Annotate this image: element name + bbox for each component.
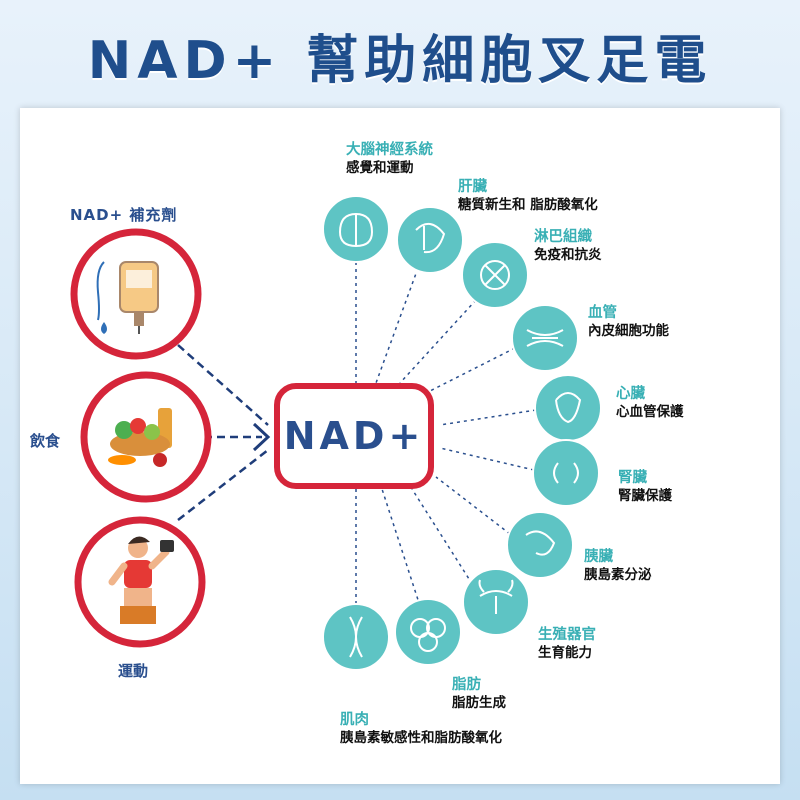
- heart-icon: [534, 374, 602, 442]
- source-connectors: [177, 344, 269, 521]
- page-title: NAD+ 幫助細胞叉足電: [87, 31, 713, 91]
- nad-center-box: NAD+: [274, 383, 434, 489]
- nad-center-label: NAD+: [283, 414, 425, 458]
- arrow-head: [252, 422, 271, 452]
- pancreas-icon: [506, 511, 574, 579]
- organ-connectors: [355, 262, 537, 607]
- supplement-circle: [70, 228, 202, 360]
- organ-label-heart: 心臟 心血管保護: [616, 386, 684, 420]
- source-label-supplement: NAD+ 補充劑: [70, 206, 178, 224]
- source-label-exercise: 運動: [118, 662, 149, 680]
- organ-label-lymph: 淋巴組織 免疫和抗炎: [534, 229, 602, 263]
- exercise-circle: [74, 516, 206, 648]
- organ-label-pancreas: 胰臟 胰島素分泌: [584, 549, 652, 583]
- kidney-icon: [532, 439, 600, 507]
- organ-label-blood-vessel: 血管 內皮細胞功能: [588, 305, 669, 339]
- diet-circle: [80, 371, 212, 503]
- liver-icon: [396, 206, 464, 274]
- organ-label-fat: 脂肪 脂肪生成: [452, 677, 506, 711]
- organ-label-brain: 大腦神經系統 感覺和運動: [346, 142, 433, 176]
- source-label-diet: 飲食: [30, 432, 61, 450]
- organ-label-muscle: 肌肉 胰島素敏感性和脂肪酸氧化: [340, 712, 502, 746]
- organ-label-reproductive: 生殖器官 生育能力: [538, 627, 596, 661]
- organ-glyphs: [339, 212, 582, 658]
- organ-label-liver: 肝臟 糖質新生和 脂肪酸氧化: [458, 179, 598, 213]
- organ-label-kidney: 腎臟 腎臟保護: [618, 470, 672, 504]
